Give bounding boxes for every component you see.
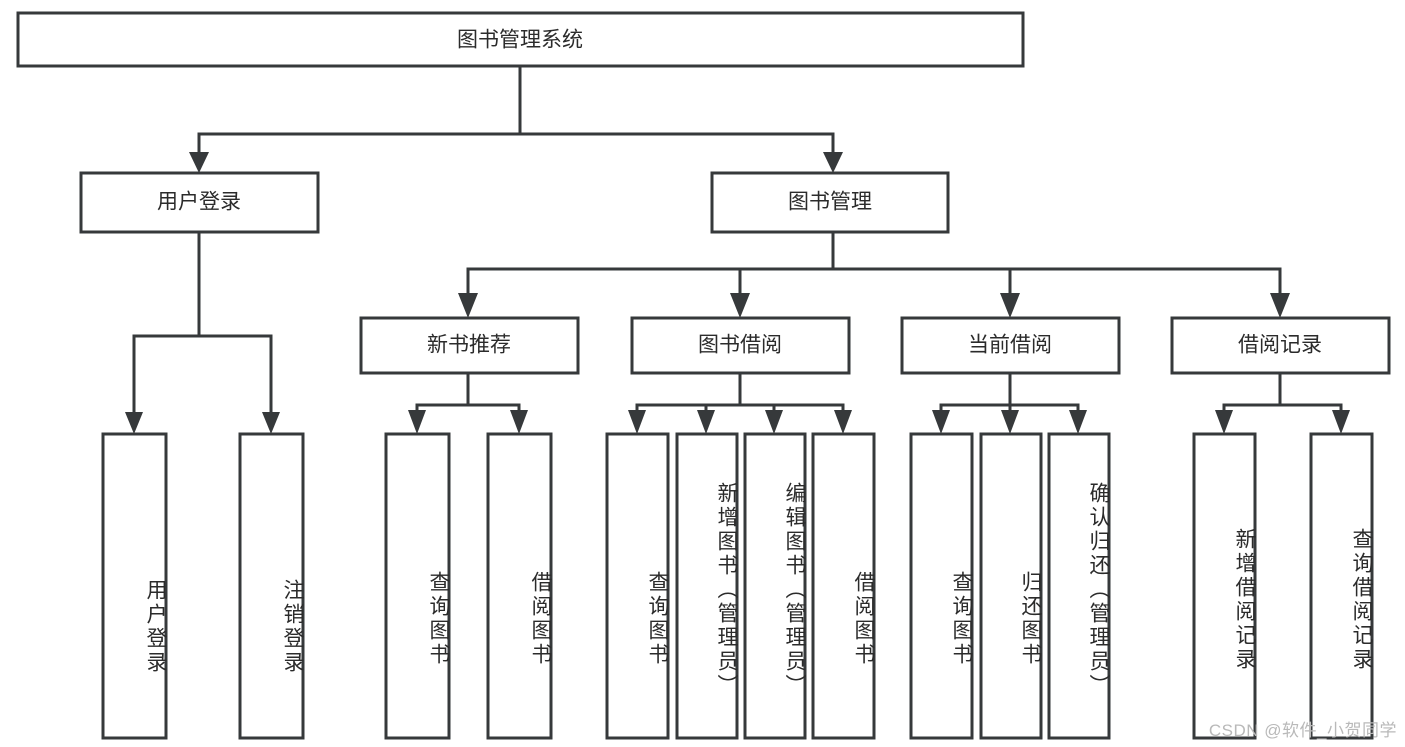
node-user-login[interactable] [79, 171, 320, 234]
node-root[interactable] [16, 11, 1025, 68]
leaf-query-borrow-record[interactable] [1309, 432, 1374, 740]
node-borrow-record-label: 借阅记录 [1238, 334, 1322, 357]
arrow-book-to-borrow [730, 293, 750, 318]
arrow-borrow-leaf-3 [765, 410, 783, 434]
node-book-manage-label: 图书管理 [788, 191, 872, 214]
arrow-root-to-user [189, 152, 209, 173]
node-user-login-label: 用户登录 [157, 191, 241, 214]
arrow-user-leaf-2 [262, 412, 280, 434]
leaf-logout[interactable] [238, 432, 305, 740]
arrow-borrow-leaf-1 [628, 410, 646, 434]
node-root-label: 图书管理系统 [457, 29, 583, 52]
arrow-record-leaf-2 [1332, 410, 1350, 434]
leaf-query-book-borrow[interactable] [605, 432, 670, 740]
node-current-borrow-label: 当前借阅 [968, 334, 1052, 357]
leaf-add-book-admin[interactable] [675, 432, 739, 740]
node-book-borrow[interactable] [630, 316, 851, 375]
connector-layer [125, 64, 1350, 434]
watermark-text: CSDN @软件_小贺同学 [1208, 721, 1397, 740]
arrow-current-leaf-3 [1069, 410, 1087, 434]
leaf-confirm-return-admin[interactable] [1047, 432, 1111, 740]
leaf-return-book[interactable] [979, 432, 1043, 740]
node-layer: 图书管理系统 用户登录 图书管理 新书推荐 图书借阅 当前借阅 借阅记录 [16, 11, 1391, 740]
leaf-user-login[interactable] [101, 432, 168, 740]
node-current-borrow[interactable] [900, 316, 1121, 375]
arrow-borrow-leaf-2 [697, 410, 715, 434]
leaf-borrow-book-new[interactable] [486, 432, 553, 740]
arrow-book-to-new [458, 293, 478, 318]
arrow-new-leaf-2 [510, 410, 528, 434]
arrow-borrow-leaf-4 [834, 410, 852, 434]
arrow-book-to-current [1000, 293, 1020, 318]
node-borrow-record[interactable] [1170, 316, 1391, 375]
node-book-manage[interactable] [710, 171, 950, 234]
node-new-book-recommend[interactable] [359, 316, 580, 375]
arrow-new-leaf-1 [408, 410, 426, 434]
arrow-record-leaf-1 [1215, 410, 1233, 434]
arrow-user-leaf-1 [125, 412, 143, 434]
arrow-current-leaf-1 [932, 410, 950, 434]
arrow-root-to-book [823, 152, 843, 173]
arrow-book-to-record [1270, 293, 1290, 318]
leaf-query-book-new[interactable] [384, 432, 451, 740]
leaf-add-borrow-record[interactable] [1192, 432, 1257, 740]
node-book-borrow-label: 图书借阅 [698, 334, 782, 357]
leaf-query-book-current[interactable] [909, 432, 974, 740]
leaf-edit-book-admin[interactable] [743, 432, 807, 740]
arrow-current-leaf-2 [1001, 410, 1019, 434]
node-new-book-recommend-label: 新书推荐 [427, 334, 511, 357]
leaf-borrow-book[interactable] [811, 432, 876, 740]
